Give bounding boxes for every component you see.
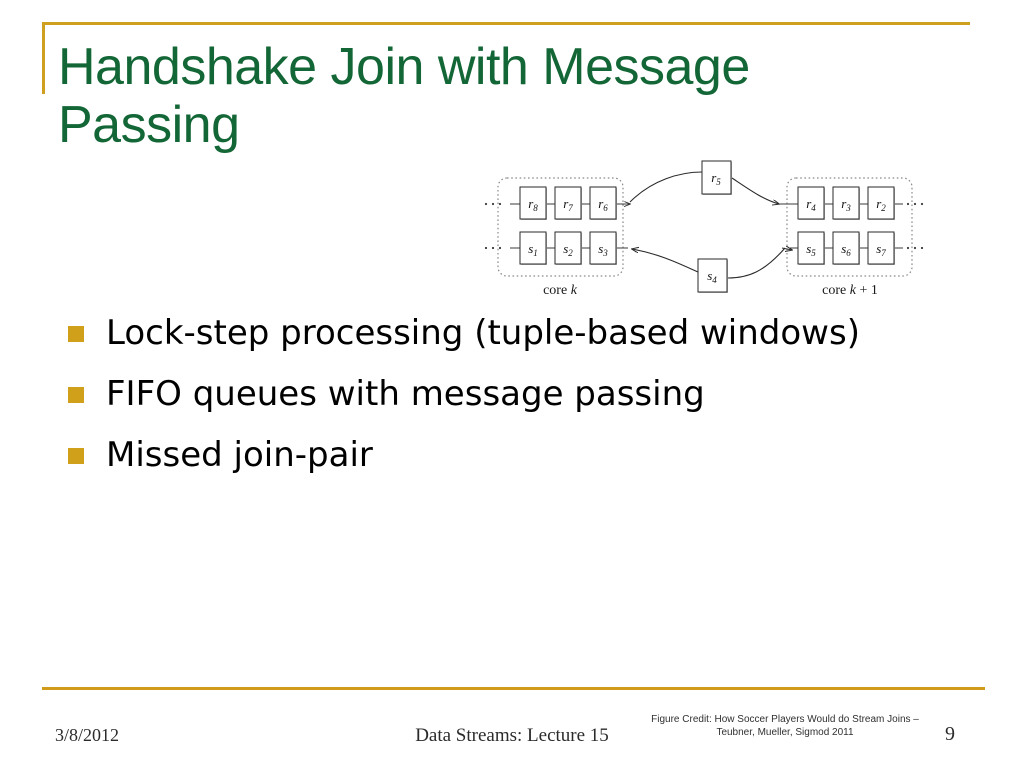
- figure-credit-line-2: Teubner, Mueller, Sigmod 2011: [716, 727, 854, 738]
- svg-text:r6: r6: [598, 196, 608, 213]
- bullet-square-icon: [68, 326, 84, 342]
- tuple-box-left-bottom-3: s3: [589, 231, 617, 265]
- tuple-box-in-transit-bottom: s4: [697, 258, 728, 293]
- figure-credit: Figure Credit: How Soccer Players Would …: [645, 713, 925, 739]
- svg-text:s4: s4: [707, 268, 717, 285]
- slide-number: 9: [945, 723, 955, 745]
- svg-text:r4: r4: [806, 196, 816, 213]
- tuple-box-left-bottom-2: s2: [554, 231, 582, 265]
- svg-text:s1: s1: [528, 241, 538, 258]
- footer-divider: [42, 687, 985, 690]
- handshake-join-figure: r8 r7 r6 s1 s2: [480, 160, 930, 300]
- tuple-box-left-top-2: r7: [554, 186, 582, 220]
- svg-text:s5: s5: [806, 241, 816, 258]
- tuple-box-in-transit-top: r5: [701, 160, 732, 195]
- tuple-box-right-top-3: r2: [867, 186, 895, 220]
- tuple-box-right-bottom-3: s7: [867, 231, 895, 265]
- tuple-box-left-bottom-1: s1: [519, 231, 547, 265]
- tuple-box-left-top-3: r6: [589, 186, 617, 220]
- bullet-square-icon: [68, 448, 84, 464]
- bullet-text: Lock-step processing (tuple-based window…: [106, 313, 860, 353]
- tuple-box-right-bottom-1: s5: [797, 231, 825, 265]
- svg-text:s2: s2: [563, 241, 573, 258]
- footer-date: 3/8/2012: [55, 725, 120, 745]
- list-item[interactable]: Missed join-pair: [68, 432, 868, 479]
- svg-text:r3: r3: [841, 196, 851, 213]
- svg-text:r2: r2: [876, 196, 886, 213]
- svg-text:s3: s3: [598, 241, 608, 258]
- core-label-right: core k + 1: [822, 283, 878, 298]
- page-title: Handshake Join with Message Passing: [58, 38, 750, 154]
- figure-credit-line-1: Figure Credit: How Soccer Players Would …: [651, 714, 919, 725]
- list-item[interactable]: Lock-step processing (tuple-based window…: [68, 310, 868, 357]
- list-item[interactable]: FIFO queues with message passing: [68, 371, 868, 418]
- bullet-text: FIFO queues with message passing: [106, 374, 705, 414]
- bullet-square-icon: [68, 387, 84, 403]
- header-divider-corner-tick: [42, 22, 45, 94]
- tuple-box-right-top-2: r3: [832, 186, 860, 220]
- svg-text:r7: r7: [563, 196, 573, 213]
- bullet-text: Missed join-pair: [106, 435, 373, 475]
- svg-text:s7: s7: [876, 241, 886, 258]
- svg-text:s6: s6: [841, 241, 851, 258]
- svg-text:r8: r8: [528, 196, 538, 213]
- tuple-box-right-top-1: r4: [797, 186, 825, 220]
- tuple-box-right-bottom-2: s6: [832, 231, 860, 265]
- bullet-list: Lock-step processing (tuple-based window…: [68, 310, 868, 493]
- tuple-box-left-top-1: r8: [519, 186, 547, 220]
- svg-text:r5: r5: [711, 170, 721, 187]
- core-label-left: core k: [543, 283, 578, 298]
- header-divider-top: [42, 22, 970, 25]
